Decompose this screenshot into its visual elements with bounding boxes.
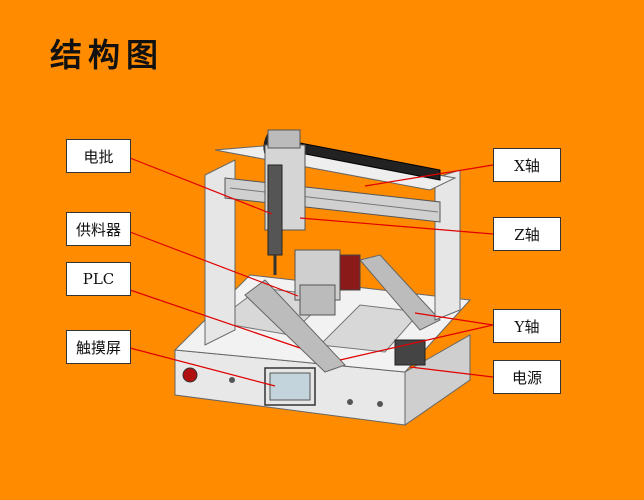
machine-illustration <box>173 129 472 426</box>
label-power: 电源 <box>493 360 561 394</box>
leader-line-touchscreen <box>129 347 276 387</box>
leader-line-x-axis <box>364 164 494 187</box>
leader-line-y-axis-1 <box>414 312 494 326</box>
leader-lines <box>129 157 494 387</box>
label-plc: PLC <box>66 262 131 296</box>
leader-line-feeder <box>129 231 299 297</box>
label-touchscreen: 触摸屏 <box>66 330 131 364</box>
label-y-axis: Y轴 <box>493 309 561 343</box>
leader-line-power <box>409 366 494 378</box>
leader-line-screwdriver <box>129 157 273 215</box>
leader-line-plc <box>129 289 301 349</box>
label-screwdriver: 电批 <box>66 139 131 173</box>
leader-line-y-axis-2 <box>339 324 494 361</box>
label-z-axis: Z轴 <box>493 217 561 251</box>
label-feeder: 供料器 <box>66 212 131 246</box>
leader-line-z-axis <box>299 217 494 235</box>
label-x-axis: X轴 <box>493 148 561 182</box>
page-title: 结构图 <box>50 36 165 74</box>
